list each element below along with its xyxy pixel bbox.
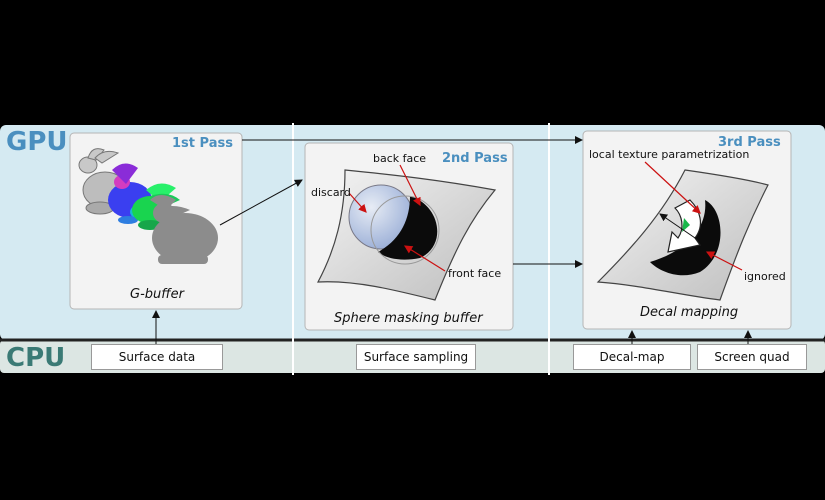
sphere-black-half: [378, 196, 438, 260]
gpu-label: GPU: [6, 127, 68, 157]
bunny-silhouette: [150, 195, 218, 264]
arrow-gbuffer-to-mask: [219, 179, 303, 226]
caption-gbuffer: G-buffer: [130, 287, 184, 302]
decal-mapping-illustration: [596, 161, 769, 301]
caption-sphere-mask: Sphere masking buffer: [334, 311, 483, 326]
caption-decal-mapping: Decal mapping: [640, 305, 739, 320]
label-ignored: ignored: [744, 270, 786, 283]
label-discard: discard: [311, 186, 351, 199]
pass-3-label: 3rd Pass: [718, 135, 781, 150]
pass-2-label: 2nd Pass: [442, 151, 508, 166]
local-param-pointer: [644, 161, 701, 214]
gbuffer-bunnies: [78, 148, 218, 264]
front-face-pointer: [403, 245, 446, 272]
back-face-pointer: [399, 164, 421, 207]
ignored-pointer: [705, 251, 743, 271]
pass-1-label: 1st Pass: [172, 136, 233, 151]
decal-black-half: [650, 200, 721, 276]
param-arrow: [659, 213, 699, 241]
cpu-box-surface-sampling: Surface sampling: [356, 344, 476, 370]
cpu-box-decal-map: Decal-map: [573, 344, 691, 370]
discard-pointer: [348, 192, 367, 213]
cpu-box-screen-quad: Screen quad: [697, 344, 807, 370]
sphere-outline: [370, 195, 440, 265]
label-local-param: local texture parametrization: [589, 148, 750, 161]
label-front-face: front face: [448, 267, 502, 280]
decal-green-texture: [682, 218, 690, 232]
cpu-box-surface-data: Surface data: [91, 344, 223, 370]
label-back-face: back face: [373, 152, 427, 165]
cpu-label: CPU: [6, 343, 66, 373]
sphere-masking-illustration: [316, 164, 497, 301]
